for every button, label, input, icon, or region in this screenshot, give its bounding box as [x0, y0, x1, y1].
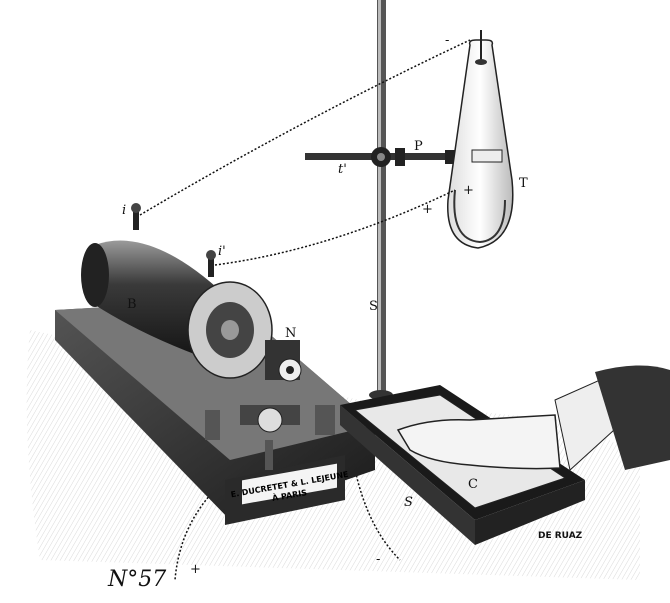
clamp-arm	[305, 147, 465, 167]
label-S-stand: S	[369, 299, 378, 314]
induction-coil	[81, 240, 273, 379]
label-i: i	[122, 203, 127, 218]
stand-rod	[369, 0, 393, 400]
vacuum-tube	[447, 30, 514, 249]
interrupter	[205, 340, 335, 470]
label-plus-tube-top: +	[463, 183, 474, 198]
label-plus-tube-side: +	[422, 202, 433, 217]
hand	[396, 365, 670, 471]
label-minus-tube: -	[445, 33, 450, 48]
engraver-signature: DE RUAZ	[538, 531, 583, 541]
label-N: N	[285, 326, 297, 341]
terminals	[131, 203, 216, 277]
figure-number: N°57	[108, 567, 167, 592]
label-P: P	[414, 139, 423, 154]
label-t-prime: t'	[338, 162, 347, 177]
label-B: B	[127, 297, 137, 312]
label-C: C	[468, 477, 478, 492]
label-minus-bottom: -	[376, 552, 381, 567]
label-S-base: S	[404, 495, 413, 510]
label-i-prime: i'	[218, 244, 226, 259]
label-plus-bottom: +	[190, 562, 201, 577]
label-T: T	[519, 176, 528, 191]
